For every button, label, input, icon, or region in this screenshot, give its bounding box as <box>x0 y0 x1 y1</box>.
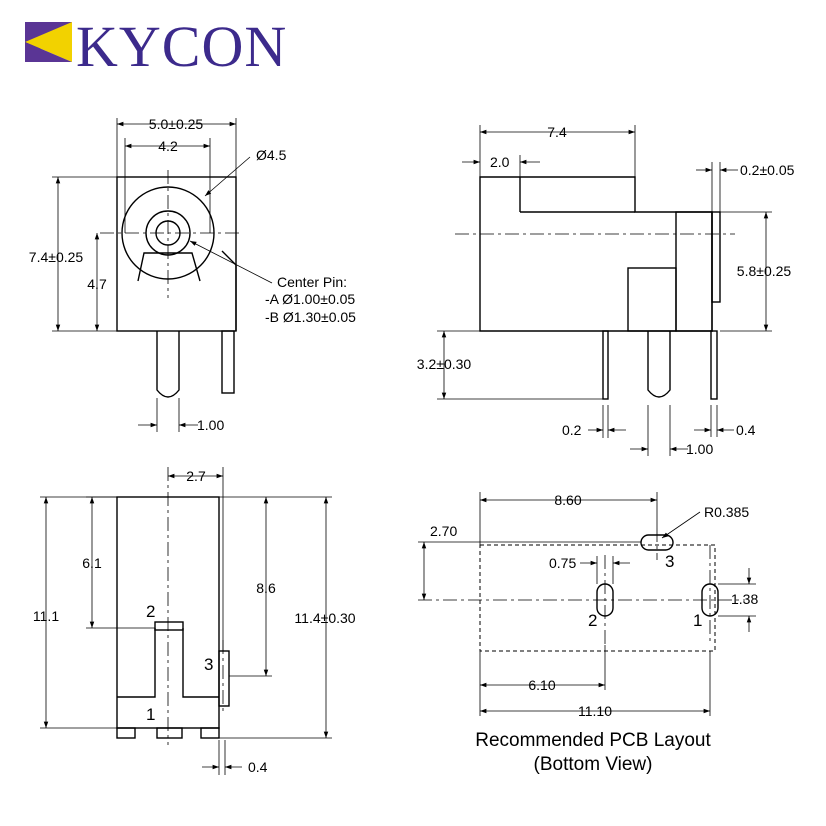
dim-pcb-2-70: 2.70 <box>430 523 457 539</box>
pcb-caption-title: Recommended PCB Layout <box>475 730 711 751</box>
pcb-pin-1-label: 1 <box>693 611 702 630</box>
dim-pcb-6-10: 6.10 <box>528 677 555 693</box>
pcb-caption-subtitle: (Bottom View) <box>534 754 653 775</box>
bottom-pin-2-label: 2 <box>146 602 155 621</box>
dim-slot-0-75: 0.75 <box>549 555 576 571</box>
dim-diameter-4-5: Ø4.5 <box>256 147 287 163</box>
dim-pin2-6-1: 6.1 <box>82 555 102 571</box>
center-pin-title: Center Pin: <box>277 274 347 290</box>
logo-purple-lower <box>25 42 72 62</box>
logo-wordmark: KYCON <box>76 14 287 79</box>
dim-tab-0-2: 0.2±0.05 <box>740 162 795 178</box>
dim-offset-2-7: 2.7 <box>186 468 206 484</box>
dim-slot-1-38: 1.38 <box>731 591 758 607</box>
logo-yellow-triangle <box>25 22 72 62</box>
center-pin-option-b: -B Ø1.30±0.05 <box>265 309 356 325</box>
dim-step-2-0: 2.0 <box>490 154 510 170</box>
pcb-pin-3-label: 3 <box>665 552 674 571</box>
dim-width-5-0: 5.0±0.25 <box>149 116 204 132</box>
dim-pin-width-1-00-side: 1.00 <box>686 441 713 457</box>
pcb-layout: 3 2 1 8.60 R0.385 2.70 0.75 1.38 6.10 11… <box>418 492 758 775</box>
bottom-view: 2 3 1 2.7 6.1 11.1 8.6 11.4±0.30 0.4 <box>33 467 356 775</box>
front-body <box>116 176 237 332</box>
side-pin-round <box>647 331 671 398</box>
dim-center-height-4-7: 4.7 <box>87 276 107 292</box>
bottom-pin-1-label: 1 <box>146 705 155 724</box>
pcb-slot-pin-2 <box>596 583 614 617</box>
dim-end-pin-0-4: 0.4 <box>736 422 756 438</box>
dim-height-7-4: 7.4±0.25 <box>29 249 84 265</box>
dim-pin-thickness-0-2: 0.2 <box>562 422 582 438</box>
dim-pin-width-1-00: 1.00 <box>197 417 224 433</box>
jack-bottom-trap <box>137 252 201 282</box>
pcb-outline <box>479 544 716 652</box>
dim-pcb-8-60: 8.60 <box>554 492 581 508</box>
dim-body-11-1: 11.1 <box>33 608 59 624</box>
front-view: 5.0±0.25 4.2 Ø4.5 7.4±0.25 4.7 Center Pi… <box>29 116 356 433</box>
dim-length-7-4: 7.4 <box>547 124 567 140</box>
pcb-pin-2-label: 2 <box>588 611 597 630</box>
kycon-logo: KYCON <box>25 14 287 79</box>
dim-pin-thickness-0-4: 0.4 <box>248 759 268 775</box>
bottom-pin-3-label: 3 <box>204 655 213 674</box>
dim-inner-width-4-2: 4.2 <box>158 138 178 154</box>
dim-overall-11-4: 11.4±0.30 <box>294 610 355 626</box>
side-pin-thin <box>602 330 609 400</box>
dim-radius-0-385: R0.385 <box>704 504 749 520</box>
side-view: 7.4 2.0 0.2±0.05 5.8±0.25 3.2±0.30 0.2 1… <box>417 124 795 457</box>
pcb-slot-pin-3 <box>640 534 674 551</box>
side-body <box>479 176 713 332</box>
pcb-slot-pin-1 <box>701 583 719 617</box>
dim-height-5-8: 5.8±0.25 <box>737 263 792 279</box>
side-end-tab <box>711 211 721 303</box>
dim-pin-length-3-2: 3.2±0.30 <box>417 356 472 372</box>
dim-pin3-8-6: 8.6 <box>256 580 276 596</box>
front-pin-left <box>156 331 180 398</box>
front-pin-right <box>221 330 235 394</box>
dim-pcb-11-10: 11.10 <box>578 703 612 719</box>
side-pin-end <box>710 330 718 400</box>
center-pin-option-a: -A Ø1.00±0.05 <box>265 291 355 307</box>
